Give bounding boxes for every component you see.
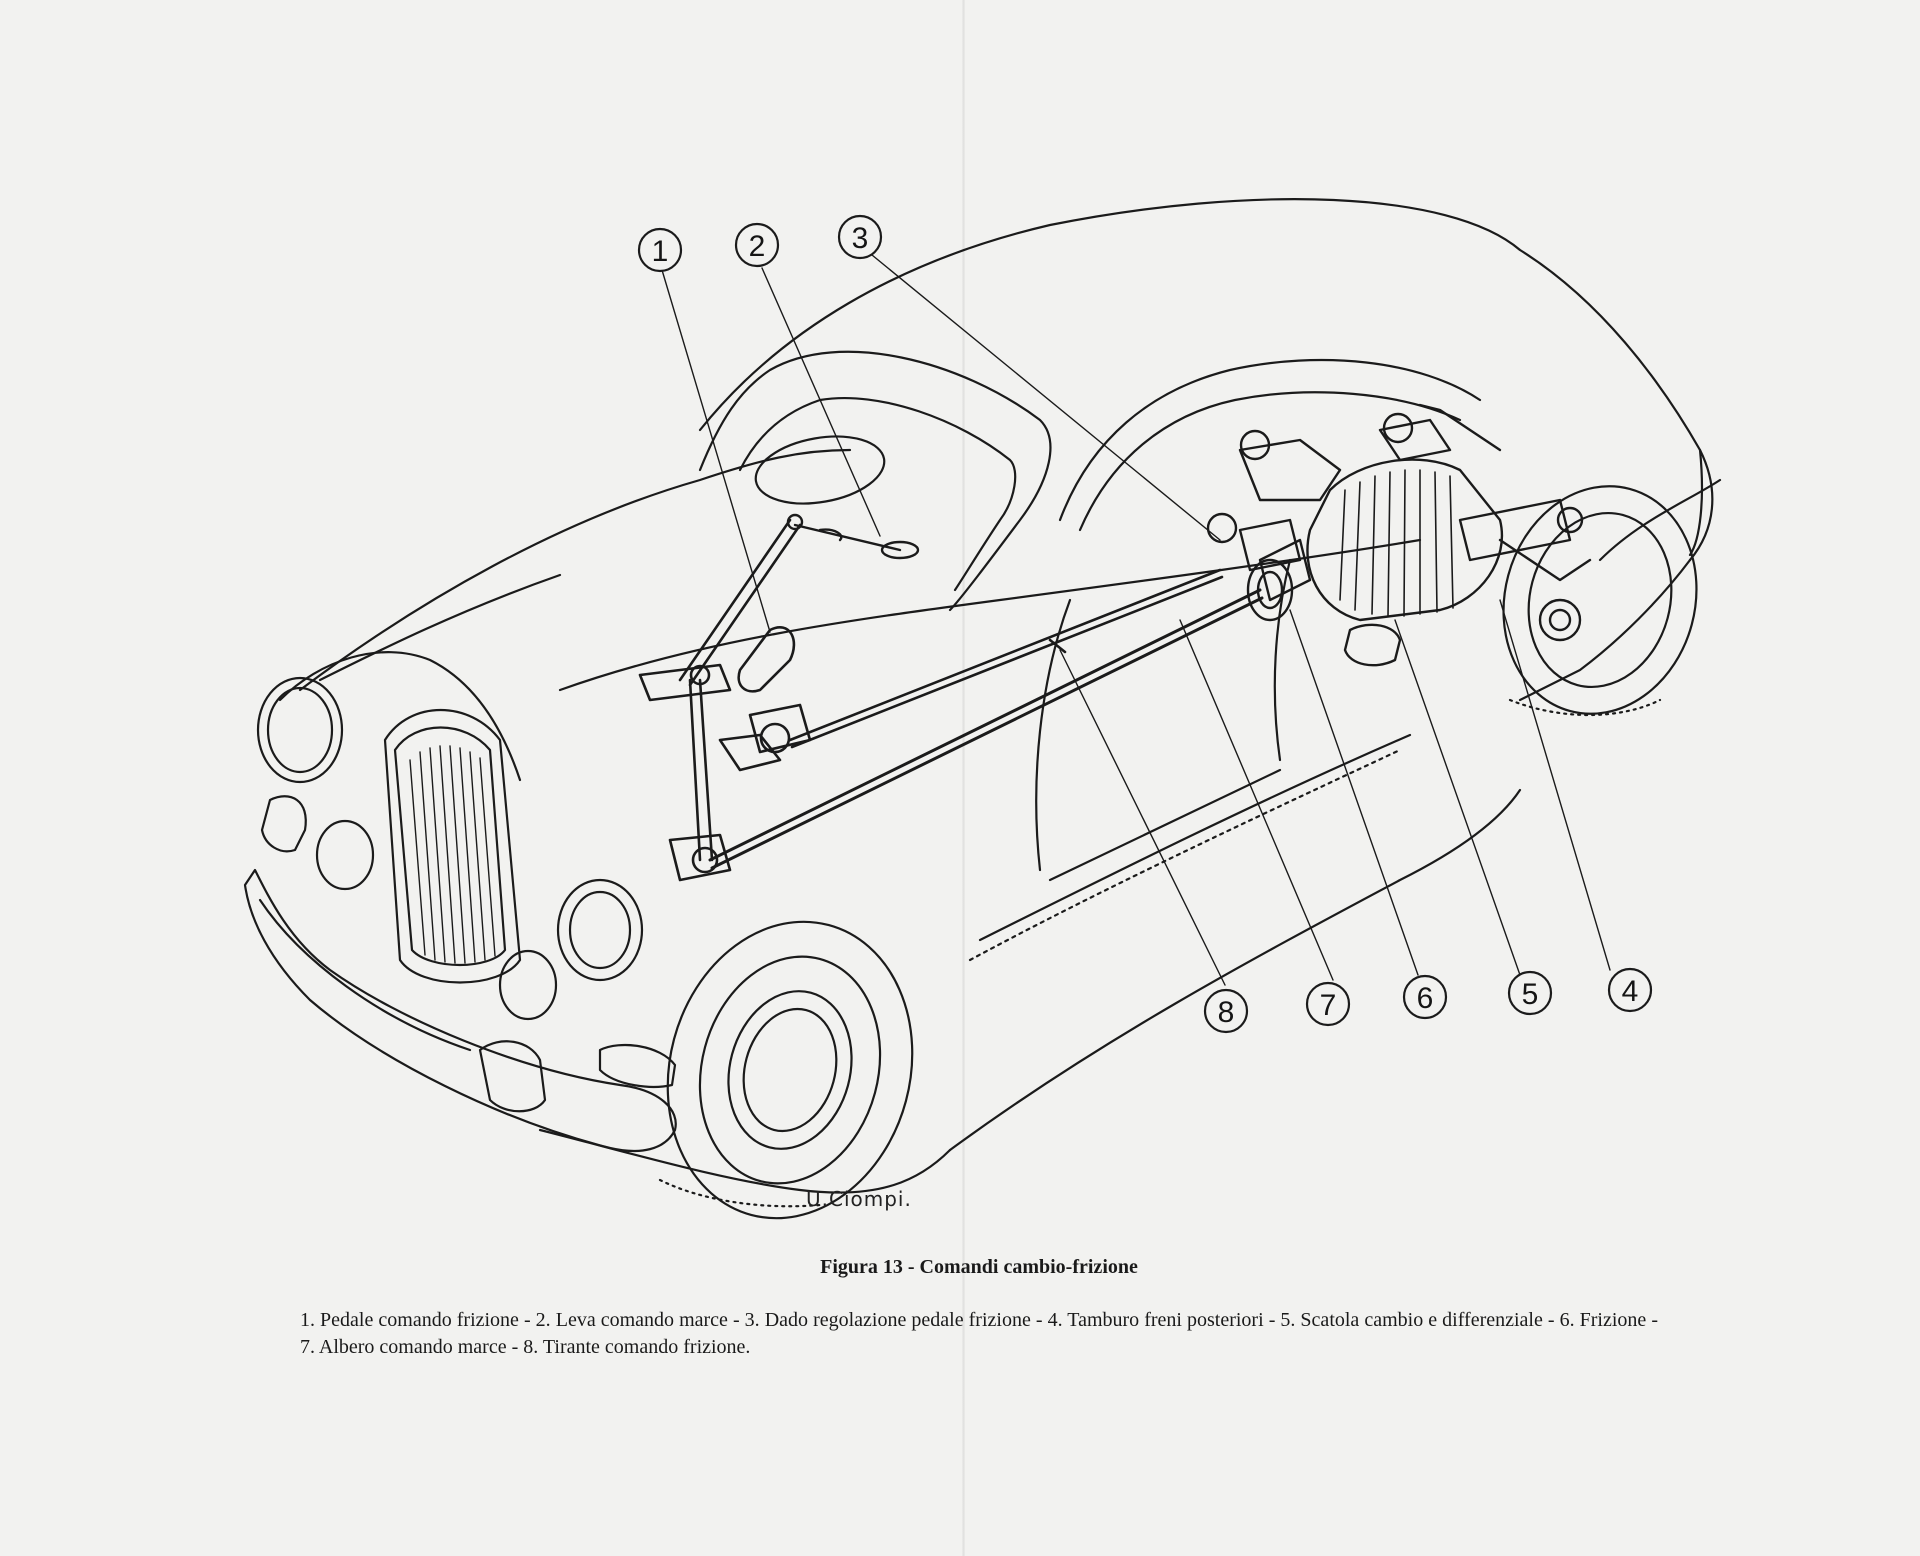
callout-7: 7 xyxy=(1305,981,1351,1027)
clutch-rod xyxy=(788,568,1224,749)
clutch-housing xyxy=(1206,512,1402,667)
callout-4: 4 xyxy=(1607,967,1653,1013)
callout-3-number: 3 xyxy=(852,222,869,255)
gearbox-differential xyxy=(1238,403,1592,642)
callout-8: 8 xyxy=(1203,988,1249,1034)
clutch-pedal-assembly xyxy=(638,518,812,882)
callout-2-number: 2 xyxy=(749,230,766,263)
figure-legend: 1. Pedale comando frizione - 2. Leva com… xyxy=(300,1309,1658,1358)
figure-caption: Figura 13 - Comandi cambio-frizione 1. P… xyxy=(300,1256,1658,1361)
callout-6-number: 6 xyxy=(1417,982,1434,1015)
page-fold xyxy=(962,0,965,1556)
artist-signature: U.Ciompi. xyxy=(806,1187,912,1211)
callout-6: 6 xyxy=(1402,974,1448,1020)
gear-shift-shaft xyxy=(708,588,1264,870)
callout-5: 5 xyxy=(1507,970,1553,1016)
figure-title: Figura 13 - Comandi cambio-frizione xyxy=(820,1256,1138,1278)
car-body xyxy=(278,198,1722,1194)
callout-7-number: 7 xyxy=(1320,989,1337,1022)
callout-3: 3 xyxy=(837,214,883,260)
callout-2: 2 xyxy=(734,222,780,268)
callout-5-number: 5 xyxy=(1522,978,1539,1011)
rear-wheel xyxy=(1502,485,1698,717)
callout-1: 1 xyxy=(637,227,683,273)
callout-1-number: 1 xyxy=(652,235,669,268)
leader-lines xyxy=(661,254,1611,986)
callout-4-number: 4 xyxy=(1622,975,1639,1008)
callout-8-number: 8 xyxy=(1218,996,1235,1029)
car-front xyxy=(243,676,677,1152)
gear-lever xyxy=(786,513,920,560)
front-wheel xyxy=(658,920,914,1220)
